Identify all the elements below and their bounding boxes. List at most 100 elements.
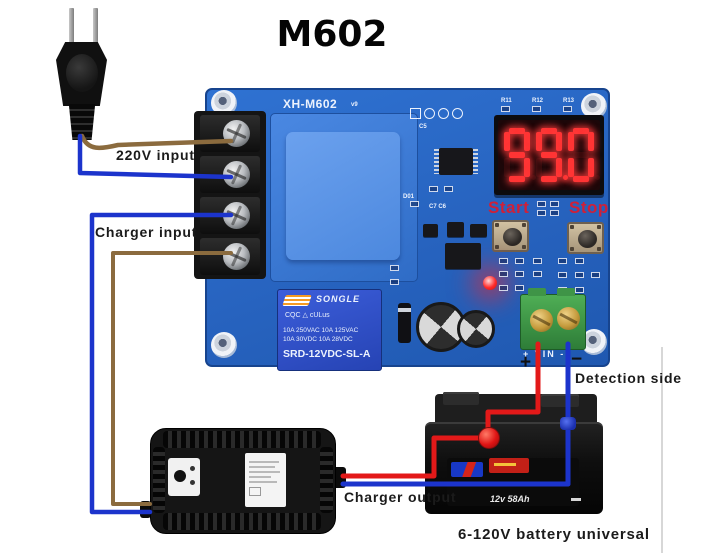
terminal-cell-4 (200, 238, 260, 275)
display-digit (568, 128, 600, 182)
adapter-ribs-left (153, 447, 165, 513)
smd-pad (591, 272, 600, 278)
terminal-tab (528, 288, 546, 296)
transistor (470, 224, 487, 237)
relay-certs: CQC △ cULus (285, 312, 330, 319)
header-pad-round (452, 108, 463, 119)
digit-segment (541, 128, 557, 134)
silkscreen-c5: C5 (419, 124, 427, 130)
smd-pad (533, 271, 542, 277)
transformer (270, 113, 418, 282)
adapter-dot (190, 466, 195, 471)
digit-segment (536, 158, 542, 177)
relay: SONGLE CQC △ cULus 10A 250VAC 10A 125VAC… (277, 289, 382, 371)
button-pin (522, 245, 526, 249)
digit-segment (509, 176, 525, 182)
silkscreen-r11: R11 (501, 98, 512, 104)
voltage-display (494, 115, 604, 195)
smd-pad (499, 285, 508, 291)
smd-pad (501, 106, 510, 112)
relay-model: SRD-12VDC-SL-A (283, 348, 371, 360)
adapter-spec-label (245, 453, 286, 507)
silkscreen-r13: R13 (563, 98, 575, 104)
transistor (447, 222, 464, 237)
display-digit (504, 128, 536, 182)
smd-pad (575, 287, 584, 293)
electrolytic-capacitor-small (457, 310, 495, 348)
seven-segment-display (504, 128, 600, 182)
label-text-line (249, 466, 275, 468)
terminal-tab (557, 288, 575, 296)
button-pin (570, 247, 574, 251)
smd-pad (558, 258, 567, 264)
terminal-cell-3 (200, 197, 260, 234)
display-panel (498, 120, 600, 190)
terminal-cell-2 (200, 156, 260, 193)
digit-segment (568, 158, 574, 177)
label-charger-output: Charger output (344, 489, 457, 505)
mounting-hole-bottom-left (211, 332, 237, 358)
silkscreen-r12: R12 (532, 98, 544, 104)
smd-pad (499, 271, 508, 277)
label-plus-sign: + (520, 352, 532, 373)
silkscreen-model: XH-M602 (283, 97, 338, 111)
stop-button-cap (578, 230, 597, 248)
terminal-screw-2 (223, 161, 250, 188)
start-button (492, 220, 529, 252)
adapter-small-label (168, 458, 200, 496)
transistor (423, 224, 438, 237)
digit-segment (573, 176, 589, 182)
label-minus-sign: − (571, 349, 583, 370)
label-detection-side: Detection side (575, 370, 682, 386)
start-button-cap (503, 228, 522, 246)
digit-segment (536, 132, 542, 151)
battery-terminal-positive (443, 392, 479, 405)
plug-body (56, 42, 107, 106)
smd-pad (575, 258, 584, 264)
smd-pad (537, 210, 546, 216)
detection-leader-line (661, 347, 663, 553)
stop-button (567, 222, 604, 254)
smd-pad (515, 285, 524, 291)
smd-pad (429, 186, 438, 192)
smd-pad (550, 201, 559, 207)
smd-pad (390, 265, 399, 271)
decimal-point (531, 175, 536, 180)
smd-pad (532, 106, 541, 112)
vin-terminal (520, 288, 586, 350)
battery-label-band: 12v 58Ah (447, 458, 581, 506)
silkscreen-vin: + VIN - (523, 349, 566, 359)
label-text-line (249, 471, 280, 473)
button-pin (597, 225, 601, 229)
smd-pad (515, 258, 524, 264)
smd-pad (499, 258, 508, 264)
adapter-ribs-top (163, 431, 321, 448)
digit-segment (588, 158, 594, 177)
input-terminal-block (194, 111, 266, 279)
terminal-cell-1 (200, 115, 260, 152)
header-pad-round (424, 108, 435, 119)
plug-prong-left (69, 8, 74, 44)
adapter-body (150, 428, 336, 534)
battery-terminal-negative (541, 394, 579, 407)
smd-pad (537, 201, 546, 207)
regulator-to252 (445, 243, 481, 269)
diode-d1 (398, 303, 411, 343)
ic-pins-right (473, 149, 478, 174)
digit-segment (524, 132, 530, 151)
relay-rating-2: 10A 30VDC 10A 28VDC (283, 336, 353, 343)
ce-mark (249, 487, 261, 496)
transformer-face (286, 132, 400, 260)
adapter-dot (190, 480, 195, 485)
vin-screw-positive (530, 309, 553, 332)
adapter-indicator (174, 470, 186, 482)
smd-pad (533, 258, 542, 264)
decimal-point (563, 175, 568, 180)
label-battery-universal: 6-120V battery universal (458, 526, 650, 543)
terminal-screw-1 (223, 120, 250, 147)
digit-segment (524, 158, 530, 177)
silkscreen-d01: D01 (403, 194, 415, 200)
relay-brand: SONGLE (316, 294, 361, 304)
button-pin (495, 223, 499, 227)
